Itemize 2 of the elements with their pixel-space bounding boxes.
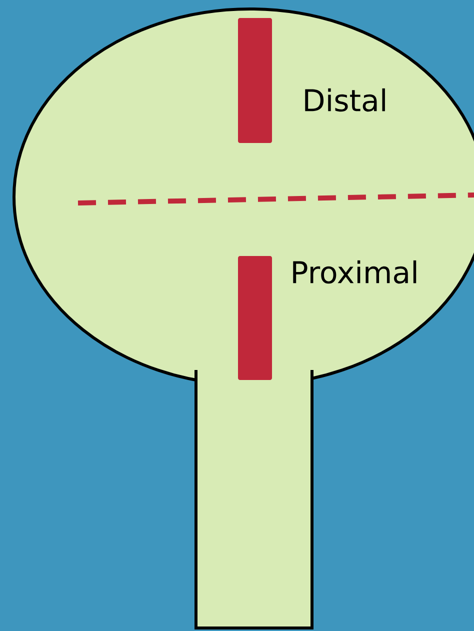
region-label: Proximal [293,260,416,284]
region-label: Distal [305,88,385,112]
